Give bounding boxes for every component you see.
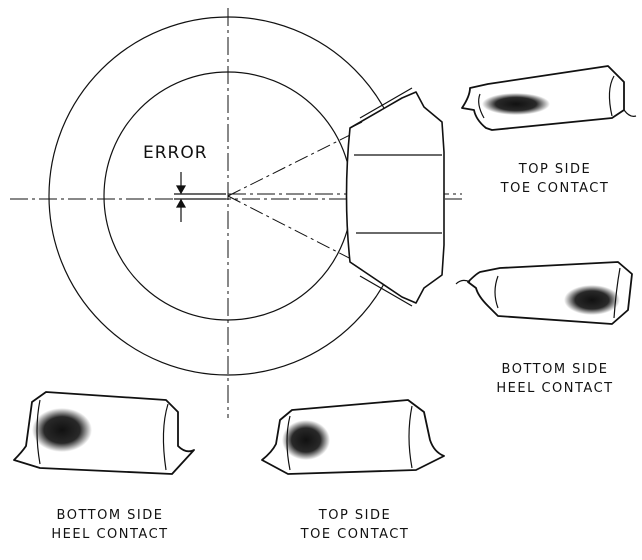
caption-bottom-left: BOTTOM SIDE HEEL CONTACT (20, 506, 200, 544)
caption-line: TOE CONTACT (500, 181, 610, 196)
caption-line: HEEL CONTACT (496, 381, 614, 396)
error-offset-marker (174, 172, 226, 222)
contact-pattern (482, 93, 550, 115)
center-lines (10, 8, 462, 418)
caption-line: HEEL CONTACT (51, 527, 169, 542)
error-label: ERROR (143, 143, 208, 163)
contact-pattern (32, 408, 92, 452)
tooth-middle-right (455, 261, 633, 325)
caption-line: TOE CONTACT (300, 527, 410, 542)
caption-top-right: TOP SIDE TOE CONTACT (470, 160, 640, 198)
tooth-top-right (461, 65, 637, 131)
caption-line: BOTTOM SIDE (501, 362, 609, 377)
caption-middle-right: BOTTOM SIDE HEEL CONTACT (470, 360, 640, 398)
tooth-bottom-left (13, 391, 195, 475)
pinion-gear (345, 87, 445, 307)
caption-line: TOP SIDE (518, 162, 592, 177)
caption-line: TOP SIDE (318, 508, 392, 523)
contact-pattern (564, 285, 620, 315)
tooth-bottom-middle (261, 399, 445, 475)
caption-bottom-middle: TOP SIDE TOE CONTACT (270, 506, 440, 544)
contact-pattern (282, 420, 330, 460)
caption-line: BOTTOM SIDE (56, 508, 164, 523)
